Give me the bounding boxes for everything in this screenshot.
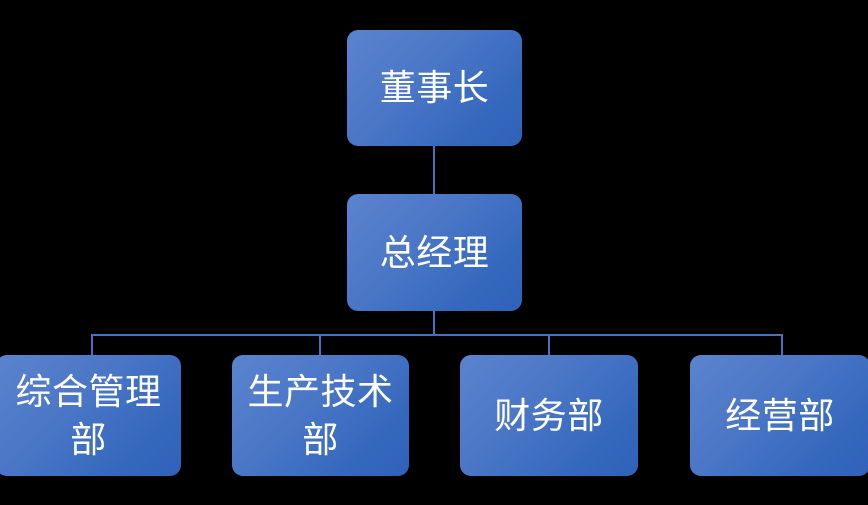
org-node-general-manager-label: 总经理 <box>379 231 490 273</box>
connector-chairman-to-general-manager <box>433 145 435 195</box>
connector-drop-business-dept <box>781 334 783 356</box>
org-node-business-dept-label: 经营部 <box>725 394 835 436</box>
connector-general-manager-stem <box>433 310 435 336</box>
org-node-finance-dept[interactable]: 财务部 <box>460 355 638 476</box>
org-node-chairman-label: 董事长 <box>379 67 490 109</box>
connector-drop-admin-dept <box>91 334 93 356</box>
org-node-admin-dept[interactable]: 综合管理部 <box>0 355 181 476</box>
connector-department-bus <box>91 334 783 336</box>
org-node-production-dept-label: 生产技术部 <box>247 370 394 460</box>
connector-drop-production-dept <box>319 334 321 356</box>
org-node-finance-dept-label: 财务部 <box>494 394 604 436</box>
org-node-admin-dept-label: 综合管理部 <box>15 370 162 460</box>
org-node-chairman[interactable]: 董事长 <box>347 30 522 146</box>
org-node-business-dept[interactable]: 经营部 <box>690 355 868 476</box>
connector-drop-finance-dept <box>548 334 550 356</box>
org-node-production-dept[interactable]: 生产技术部 <box>232 355 409 476</box>
org-node-general-manager[interactable]: 总经理 <box>347 194 522 311</box>
